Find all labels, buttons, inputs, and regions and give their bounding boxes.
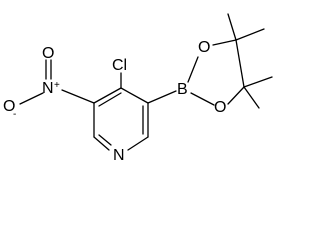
bond-c3-b [147, 90, 177, 104]
bond-o-top-c [212, 39, 237, 46]
bond-c4-c3 [120, 87, 149, 104]
nitro-oxygen-left-label: O [3, 98, 15, 115]
bond-b-o-bottom [190, 92, 215, 106]
pyridine-nitrogen-label: N [113, 147, 125, 164]
bond-nitro-n-o-left [19, 92, 44, 105]
bond-c-c [235, 39, 245, 88]
bond-c5-c4-inner [98, 92, 122, 107]
bond-c2-n [127, 136, 149, 151]
bond-n-c6 [93, 136, 110, 151]
nitro-minus-label: - [13, 109, 16, 120]
bond-n-c6-inner [98, 134, 112, 146]
nitro-oxygen-top-label: O [42, 45, 54, 62]
boron-label: B [177, 81, 188, 98]
bond-b-o-top [187, 56, 199, 83]
bond-methyl-2 [235, 28, 265, 41]
bond-methyl-3 [243, 76, 273, 88]
ring-oxygen-bottom-label: O [214, 99, 226, 116]
bond-methyl-1 [227, 13, 237, 41]
chlorine-label: Cl [112, 57, 127, 74]
nitro-nitrogen-label: N [42, 80, 54, 97]
bonds [19, 13, 273, 151]
bond-c5-c4 [93, 87, 122, 104]
bond-methyl-4 [243, 86, 260, 109]
bond-c5-nitro-n [61, 89, 95, 104]
ring-oxygen-top-label: O [198, 39, 210, 56]
bond-o-bottom-c [227, 86, 245, 105]
nitro-plus-label: + [54, 80, 60, 91]
molecule-drawing: Cl N + O O - N B O O [3, 13, 273, 164]
structure-diagram: Cl N + O O - N B O O [3, 13, 273, 164]
atom-labels: Cl N + O O - N B O O [3, 39, 226, 164]
